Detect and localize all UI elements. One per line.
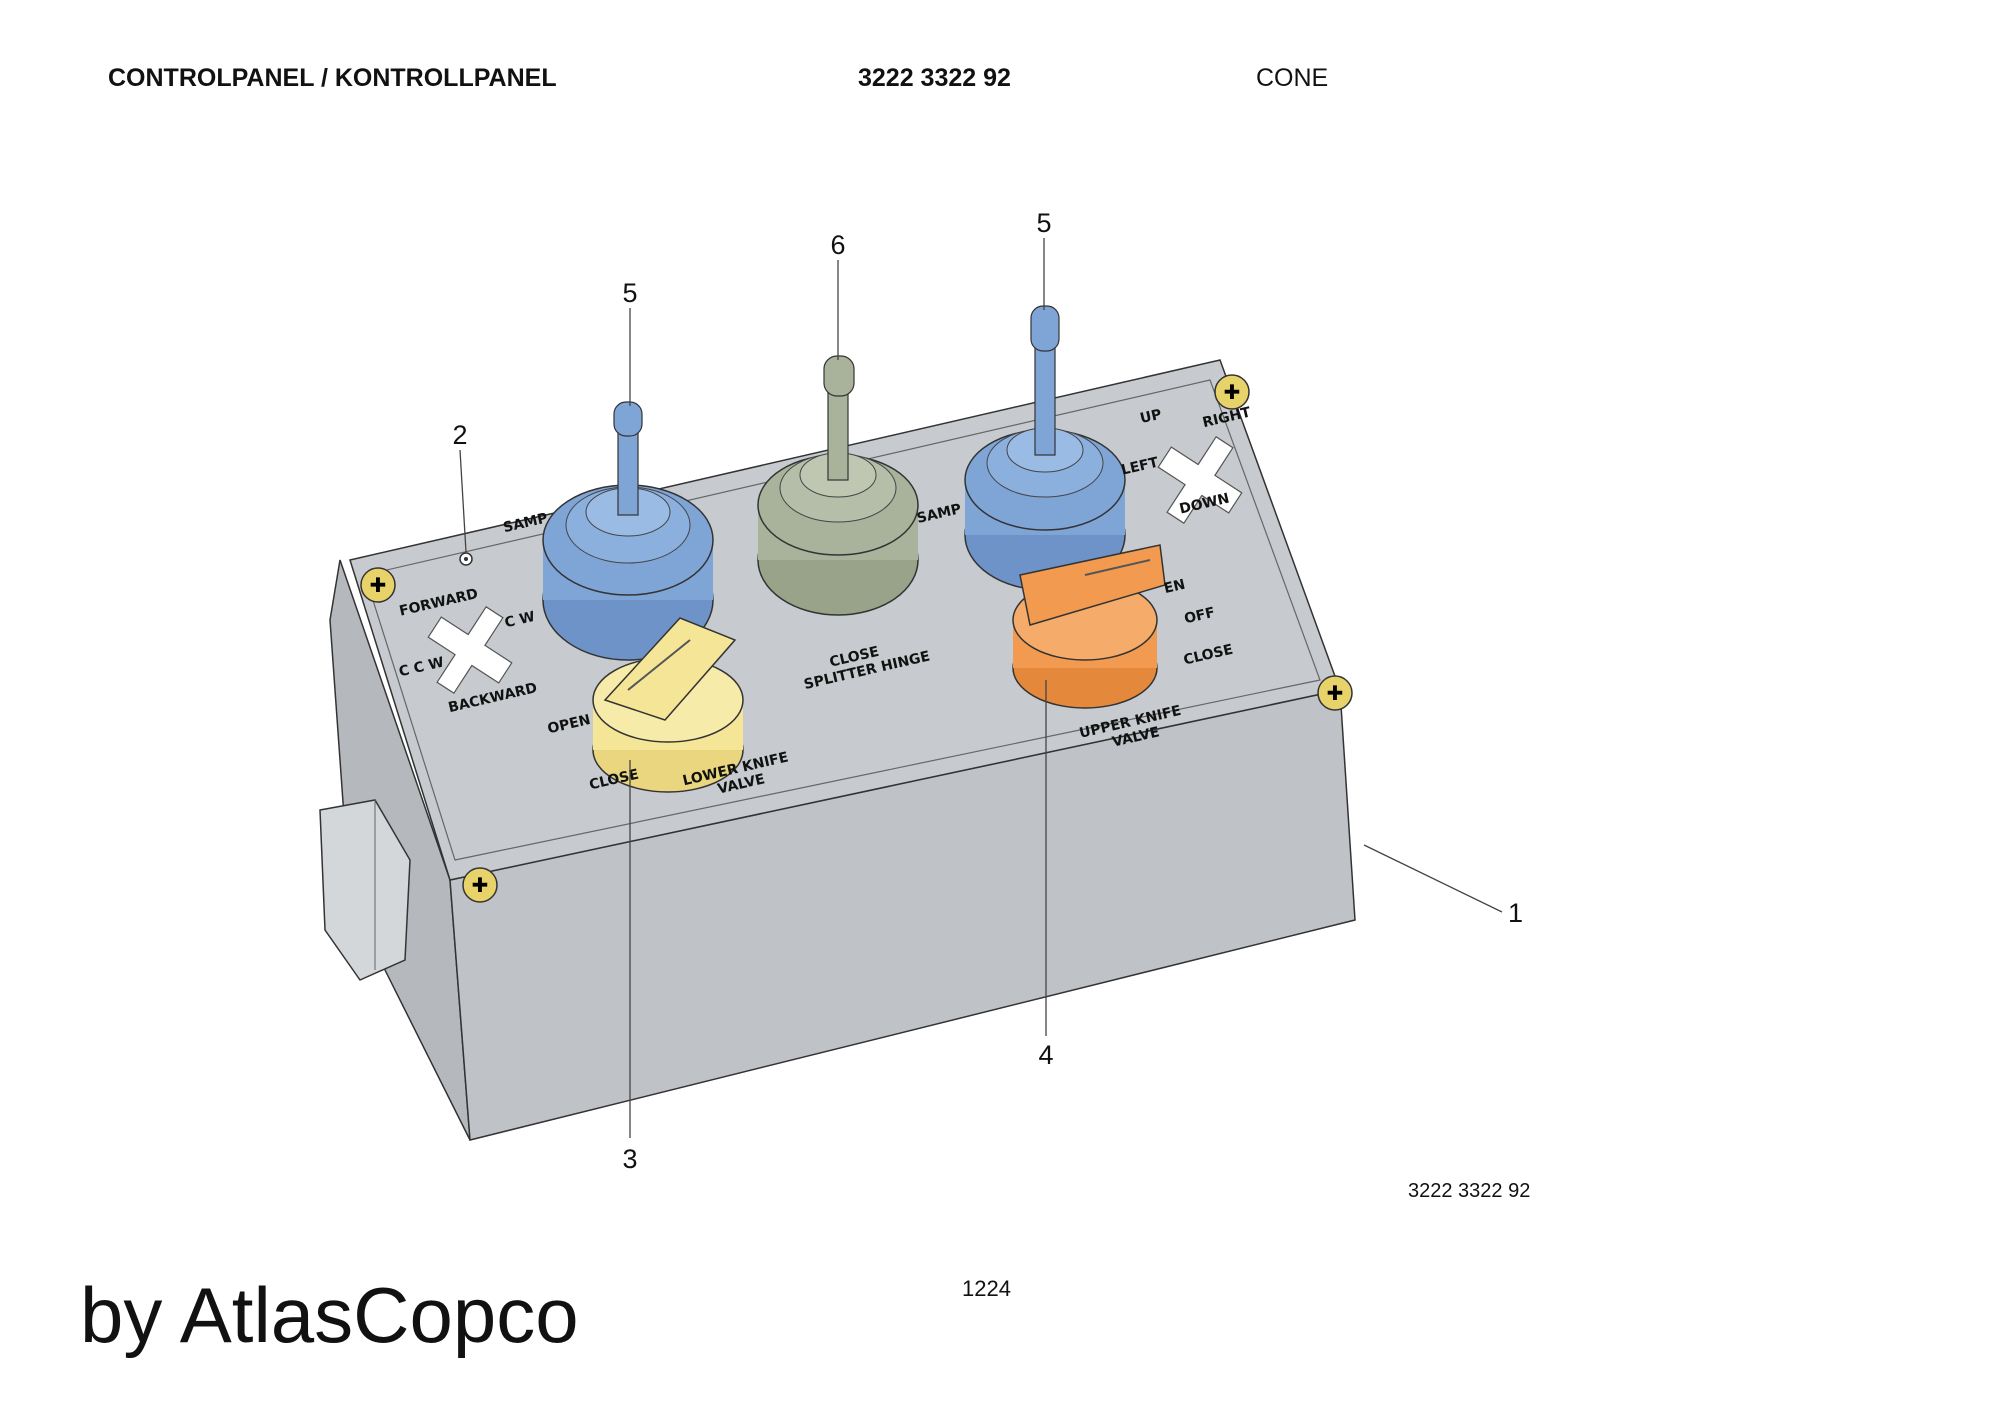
document-title: CONTROLPANEL / KONTROLLPANEL bbox=[108, 64, 557, 92]
joystick-right-blue bbox=[964, 305, 1126, 591]
svg-text:✚: ✚ bbox=[1327, 681, 1344, 705]
brand-footer: by AtlasCopco bbox=[80, 1271, 579, 1359]
series-name: CONE bbox=[1256, 64, 1329, 92]
page-number: 1224 bbox=[962, 1276, 1011, 1301]
joystick-center-green bbox=[757, 355, 919, 616]
callout-6: 6 bbox=[830, 230, 845, 260]
callout-4: 4 bbox=[1038, 1040, 1053, 1070]
callout-5-right: 5 bbox=[1036, 208, 1051, 238]
label-up: UP bbox=[1139, 407, 1164, 427]
screw-bottom-left: ✚ bbox=[462, 867, 498, 903]
screw-bottom-right: ✚ bbox=[1317, 675, 1353, 711]
callout-2: 2 bbox=[452, 420, 467, 450]
screw-top-left: ✚ bbox=[360, 567, 396, 603]
knob-upper-knife-valve-orange bbox=[1012, 544, 1166, 709]
cable-gland bbox=[319, 799, 411, 981]
leader-lines bbox=[459, 238, 1503, 1138]
joystick-left-blue bbox=[542, 401, 714, 661]
label-off-upper: OFF bbox=[1183, 605, 1217, 628]
callout-1: 1 bbox=[1508, 898, 1523, 928]
direction-arrows-right bbox=[1157, 435, 1243, 525]
drawing-number: 3222 3322 92 bbox=[1408, 1180, 1531, 1202]
callout-5-left: 5 bbox=[622, 278, 637, 308]
callout-3: 3 bbox=[622, 1144, 637, 1174]
svg-text:✚: ✚ bbox=[370, 573, 387, 597]
label-cw: C W bbox=[503, 609, 536, 631]
svg-text:✚: ✚ bbox=[1224, 380, 1241, 404]
screw-top-right: ✚ bbox=[1214, 374, 1250, 410]
part-number: 3222 3322 92 bbox=[858, 64, 1011, 92]
led-indicator bbox=[459, 552, 473, 566]
direction-arrows-left bbox=[427, 605, 513, 695]
label-open-upper: EN bbox=[1162, 577, 1186, 597]
svg-text:✚: ✚ bbox=[472, 873, 489, 897]
